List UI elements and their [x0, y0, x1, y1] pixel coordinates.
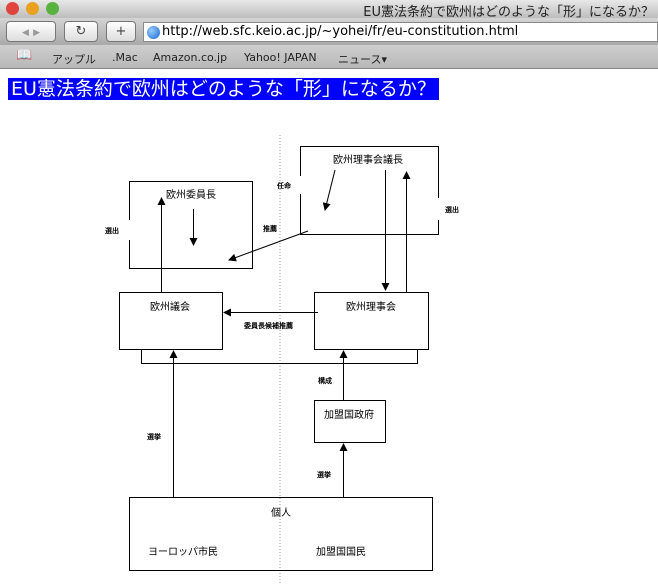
zoom-button[interactable] [46, 2, 59, 15]
back-forward-button[interactable]: ◀ ▶ [6, 21, 56, 42]
bookmark-mac[interactable]: .Mac [112, 51, 138, 64]
forward-icon[interactable]: ▶ [33, 28, 40, 38]
url-text: http://web.sfc.keio.ac.jp/~yohei/fr/eu-c… [162, 24, 519, 39]
address-bar[interactable]: http://web.sfc.keio.ac.jp/~yohei/fr/eu-c… [143, 22, 658, 42]
bookmark-apple[interactable]: アップル [52, 53, 96, 66]
council-label: 欧州理事会 [346, 300, 396, 313]
citizens-label: ヨーロッパ市民 [148, 545, 218, 558]
parliament-label: 欧州議会 [150, 300, 190, 313]
vote-label: 選挙 [147, 432, 161, 441]
title-bar: EU憲法条約で欧州はどのような「形」になるか？ [0, 0, 658, 20]
add-bookmark-button[interactable]: + [106, 21, 136, 42]
governments-box [314, 400, 386, 443]
individual-box [129, 497, 433, 571]
arrow [322, 169, 336, 211]
globe-icon [147, 26, 160, 39]
appoint-label: 任命 [276, 181, 292, 190]
council-president-label: 欧州理事会議長 [333, 153, 403, 166]
bookmarks-bar: 📖 アップル .Mac Amazon.co.jp Yahoo! JAPAN ニュ… [0, 45, 658, 69]
arrow [228, 230, 309, 262]
window-title: EU憲法条約で欧州はどのような「形」になるか？ [363, 5, 654, 20]
individual-label: 個人 [271, 506, 291, 519]
minimize-button[interactable] [26, 2, 39, 15]
close-button[interactable] [6, 2, 19, 15]
page-heading: EU憲法条約で欧州はどのような「形」になるか？ [8, 78, 439, 100]
toolbar: ◀ ▶ ↻ + http://web.sfc.keio.ac.jp/~yohei… [0, 18, 658, 45]
bookmark-yahoo[interactable]: Yahoo! JAPAN [244, 51, 317, 64]
nationals-label: 加盟国国民 [316, 546, 366, 558]
recommend-label: 推薦 [263, 224, 277, 233]
council-box [314, 292, 429, 350]
elect-label: 選出 [445, 205, 459, 214]
bookmark-amazon[interactable]: Amazon.co.jp [153, 51, 228, 64]
nominate-label: 委員長候補推薦 [243, 321, 293, 330]
commission-president-label: 欧州委員長 [166, 188, 216, 201]
book-icon[interactable]: 📖 [16, 48, 33, 63]
parliament-box [119, 292, 223, 350]
elect-label: 選出 [105, 226, 119, 235]
reload-button[interactable]: ↻ [64, 21, 98, 42]
vote-label: 選挙 [317, 470, 331, 479]
bookmark-news-menu[interactable]: ニュース▾ [338, 53, 387, 66]
back-icon[interactable]: ◀ [22, 28, 29, 38]
governments-label: 加盟国政府 [324, 408, 374, 421]
bracket-line [141, 349, 418, 364]
compose-label: 構成 [318, 376, 332, 385]
